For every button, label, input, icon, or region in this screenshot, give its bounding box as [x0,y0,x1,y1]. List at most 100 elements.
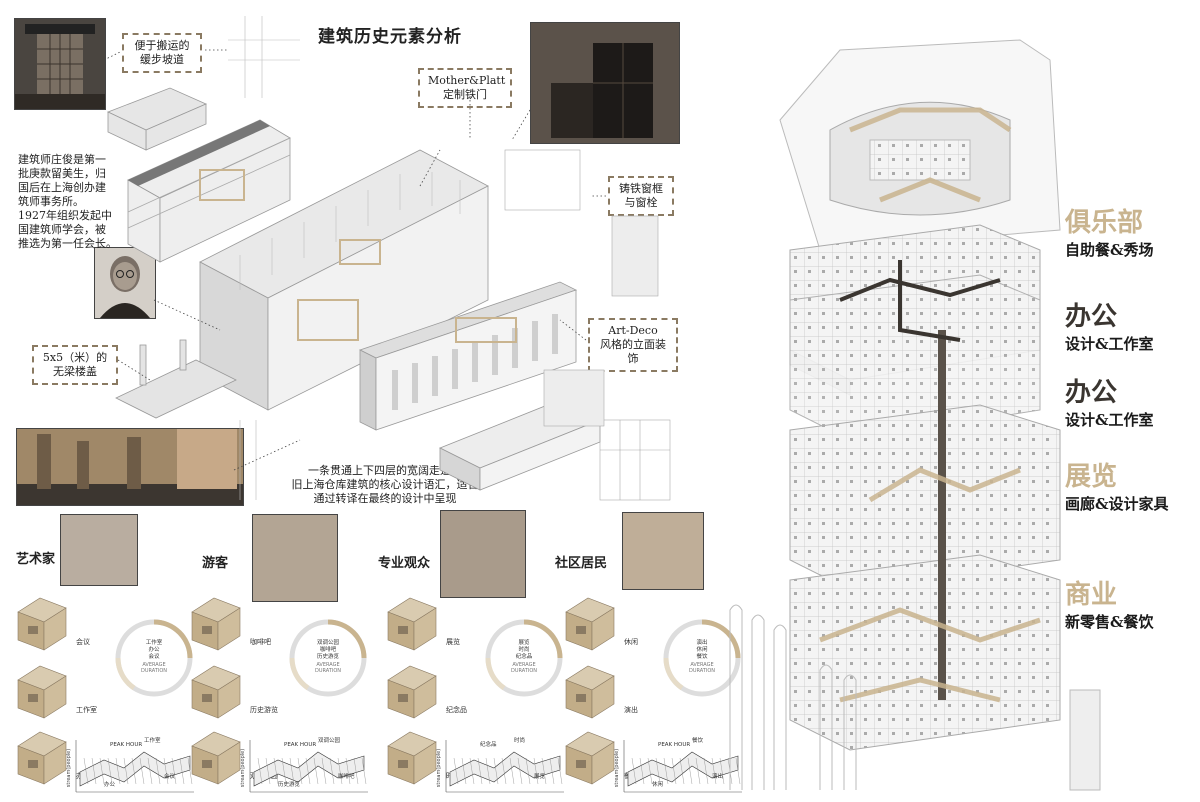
callout-slab: 5x5（米）的 无梁楼盖 [32,345,118,385]
donut-label: 办公 [148,645,160,653]
scene-box [17,665,67,719]
stream-label: 餐饮 [692,736,704,744]
stream-axis-label: stream(people) [66,749,72,787]
corridor-note-line: 旧上海仓库建筑的核心设计语汇，适合 [291,478,479,491]
bio-line: 国建筑师学会，被 [18,223,106,236]
stream-label: 会议 [164,772,176,780]
scene-box [387,597,437,651]
column-detail [228,16,300,500]
stream-label: PEAK HOUR [658,742,690,748]
gold-circulation [819,107,1041,703]
persona-photo-tourist [252,514,338,602]
stream-label: 办公 [104,780,116,788]
stream-chart [623,740,742,793]
scene-box [191,665,241,719]
callout-window: 铸铁窗框 与窗栓 [608,176,674,216]
scene-label: 历史游览 [250,705,278,714]
warehouse-axonometric [103,16,671,501]
persona-panel: 休闲演出餐饮演出休闲餐饮AVERAGEDURATIONstream(people… [565,597,742,793]
persona-panel: 咖啡吧历史游览双调公园双调公园咖啡吧历史游览AVERAGEDURATIONstr… [191,597,368,793]
flat-slab-drawing [115,339,237,419]
window-detail [504,149,671,501]
donut-arc [153,619,193,659]
donut-arc [327,619,367,659]
bio-line: 建筑师庄俊是第一 [18,153,106,166]
donut-center-label: AVERAGE [690,662,713,668]
stream-label: 纪念品 [480,740,497,748]
corridor-highlight [297,299,359,341]
architect-portrait [94,247,156,319]
callout-artdeco: Art-Deco 风格的立面装饰 [588,318,678,372]
stream-label: 历史游览 [278,780,301,788]
portrait-sketch [95,248,155,318]
donut-center-label: DURATION [141,668,167,674]
scene-box [387,665,437,719]
callout-artdeco-line1: Art-Deco [608,324,658,337]
function-retail: 商业 新零售&餐饮 [1065,574,1154,632]
vertical-core [938,330,946,700]
leader-lines [103,49,606,471]
scene-box [565,665,615,719]
bio-line: 推选为第一任会长。 [18,237,117,250]
scene-label: 演出 [624,705,638,714]
corridor-note-line: 一条贯通上下四层的宽阔走道是 [308,464,462,477]
scene-box [565,731,615,785]
scene-box [387,731,437,785]
stream-label: 双调公园 [318,736,341,744]
ramp-photo-sketch [15,24,105,109]
donut-arc [523,619,563,659]
dark-circulation [839,260,1001,342]
donut-label: 餐饮 [696,652,708,660]
persona-title-professional: 专业观众 [378,556,431,571]
donut-label: 演出 [696,638,707,646]
page-title: 建筑历史元素分析 [318,27,462,47]
stream-label: PEAK HOUR [284,742,316,748]
stream-label: 工作室 [144,736,161,744]
callout-ramp: 便于搬运的 缓步坡道 [122,33,202,73]
donut-label: 会议 [148,652,160,660]
bio-line: 1927年组织发起中 [18,209,112,222]
level-retail [789,554,1061,751]
iron-door-photo [530,22,680,144]
donut-center-label: DURATION [315,668,341,674]
callout-window-line1: 铸铁窗框 [619,182,663,195]
persona-photo-artist [60,514,138,586]
warehouse-columns [239,172,461,290]
persona-title-artist: 艺术家 [16,552,56,567]
stream-chart [445,740,564,793]
function-retail-title: 商业 [1065,580,1118,610]
donut-center-label: AVERAGE [142,662,165,668]
scene-label: 纪念品 [446,705,467,714]
donut-label: 纪念品 [516,652,533,660]
function-office-1-sub: 设计&工作室 [1065,335,1154,353]
stream-label: 演出 [712,772,723,780]
callout-artdeco-line2: 风格的立面装饰 [600,338,666,365]
function-office-2: 办公 设计&工作室 [1065,372,1154,430]
scene-label: 展览 [446,637,460,646]
scene-box [565,597,615,651]
stream-chart [249,740,368,793]
level-gallery [789,404,1061,591]
donut-center-label: DURATION [689,668,715,674]
function-club: 俱乐部 自助餐&秀场 [1065,202,1154,260]
donut-label: 休闲 [696,645,708,653]
function-office-2-title: 办公 [1065,378,1118,408]
donut-arc [663,657,684,691]
scene-label: 休闲 [624,637,638,646]
gate-drawing [1069,689,1101,791]
stream-axis-label: stream(people) [614,749,620,787]
callout-ramp-line2: 缓步坡道 [140,53,184,66]
donut-center-label: AVERAGE [316,662,339,668]
stream-label: 时尚 [514,736,525,744]
stream-label: PEAK HOUR [110,742,142,748]
bio-line: 国后在上海创办建 [18,181,106,194]
donut-arc [289,657,310,691]
persona-title-resident: 社区居民 [555,556,608,571]
donut-center-label: DURATION [511,668,537,674]
corridor-note-line: 通过转译在最终的设计中呈现 [313,492,457,505]
callout-iron-door-line1: Mother&Platt [428,74,506,87]
ramp-drawing [106,87,207,151]
function-office-1: 办公 设计&工作室 [1065,296,1154,354]
callout-iron-door-line2: 定制铁门 [443,88,487,101]
ramp-highlight [199,169,245,201]
